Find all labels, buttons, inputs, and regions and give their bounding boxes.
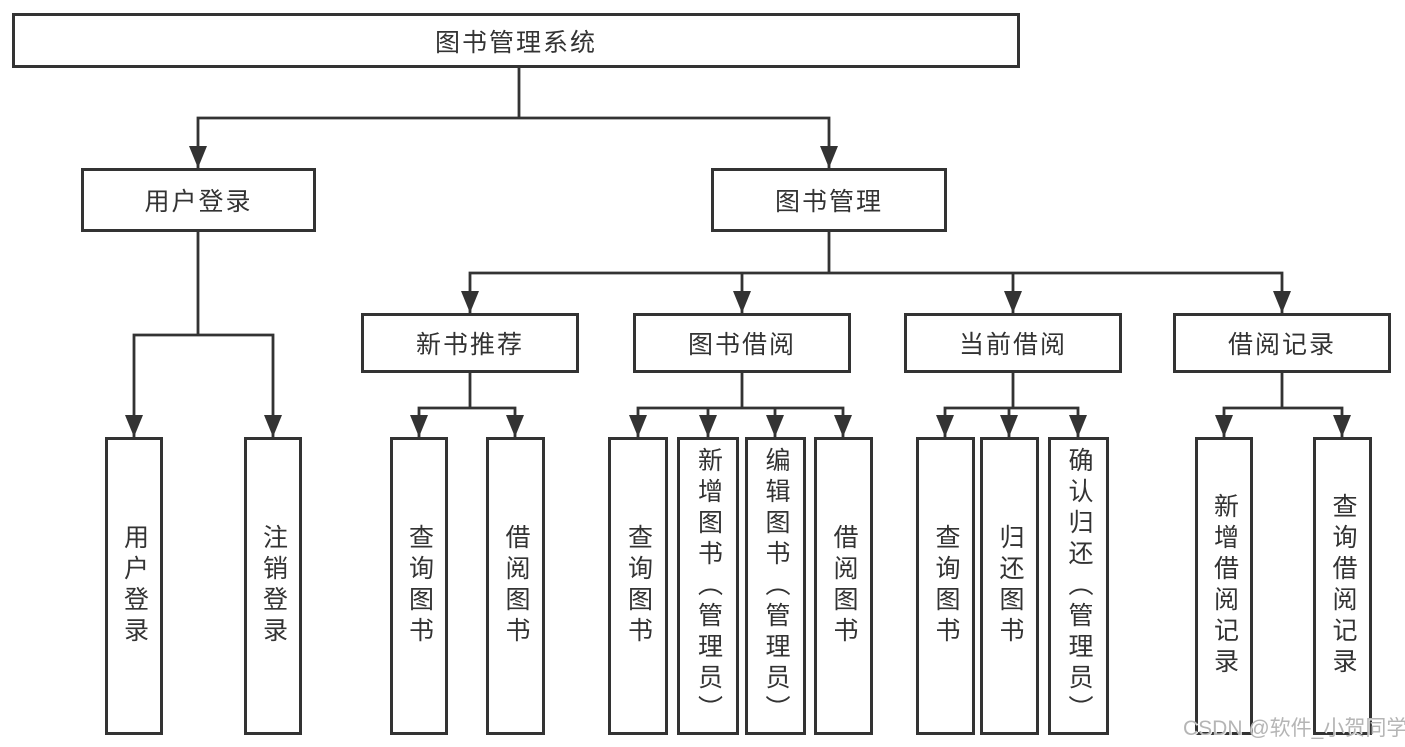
node-book-borrow: 图书借阅	[633, 313, 851, 373]
node-user-login: 用户登录	[81, 168, 316, 232]
leaf-recommend-borrow-books: 借阅图书	[486, 437, 545, 735]
node-root: 图书管理系统	[12, 13, 1020, 68]
leaf-user-login: 用户登录	[105, 437, 163, 735]
node-book-borrow-label: 图书借阅	[687, 331, 796, 359]
leaf-recommend-borrow-books-label: 借阅图书	[502, 524, 530, 648]
leaf-add-book-admin: 新增图书（管理员）	[677, 437, 739, 735]
leaf-add-borrow-record-label: 新增借阅记录	[1210, 493, 1239, 679]
leaf-edit-book-admin: 编辑图书（管理员）	[745, 437, 806, 735]
node-current-borrow-label: 当前借阅	[958, 331, 1067, 359]
leaf-current-query-books-label: 查询图书	[932, 524, 960, 648]
leaf-query-borrow-record-label: 查询借阅记录	[1329, 493, 1357, 679]
leaf-return-book: 归还图书	[980, 437, 1039, 735]
leaf-borrow-query-books-label: 查询图书	[624, 524, 653, 648]
leaf-add-book-admin-label: 新增图书（管理员）	[694, 446, 723, 726]
leaf-user-login-label: 用户登录	[120, 524, 149, 648]
leaf-recommend-query-books-label: 查询图书	[405, 524, 434, 648]
node-new-book-recommend-label: 新书推荐	[415, 331, 524, 359]
leaf-current-query-books: 查询图书	[916, 437, 975, 735]
leaf-borrow-books-label: 借阅图书	[830, 524, 858, 648]
leaf-confirm-return-admin-label: 确认归还（管理员）	[1065, 446, 1093, 726]
node-book-management-label: 图书管理	[774, 188, 883, 216]
node-borrow-records-label: 借阅记录	[1227, 331, 1336, 359]
leaf-query-borrow-record: 查询借阅记录	[1313, 437, 1372, 735]
node-user-login-label: 用户登录	[144, 188, 253, 216]
csdn-watermark: CSDN @软件_小贺同学	[1183, 717, 1405, 740]
leaf-logout: 注销登录	[244, 437, 302, 735]
node-root-label: 图书管理系统	[434, 28, 597, 57]
leaf-logout-label: 注销登录	[259, 524, 288, 648]
leaf-confirm-return-admin: 确认归还（管理员）	[1048, 437, 1109, 735]
node-book-management: 图书管理	[711, 168, 947, 232]
leaf-borrow-books: 借阅图书	[814, 437, 873, 735]
node-new-book-recommend: 新书推荐	[361, 313, 579, 373]
node-current-borrow: 当前借阅	[904, 313, 1122, 373]
leaf-return-book-label: 归还图书	[996, 524, 1024, 648]
leaf-borrow-query-books: 查询图书	[608, 437, 668, 735]
leaf-edit-book-admin-label: 编辑图书（管理员）	[762, 446, 790, 726]
node-borrow-records: 借阅记录	[1173, 313, 1391, 373]
leaf-recommend-query-books: 查询图书	[390, 437, 448, 735]
leaf-add-borrow-record: 新增借阅记录	[1195, 437, 1253, 735]
